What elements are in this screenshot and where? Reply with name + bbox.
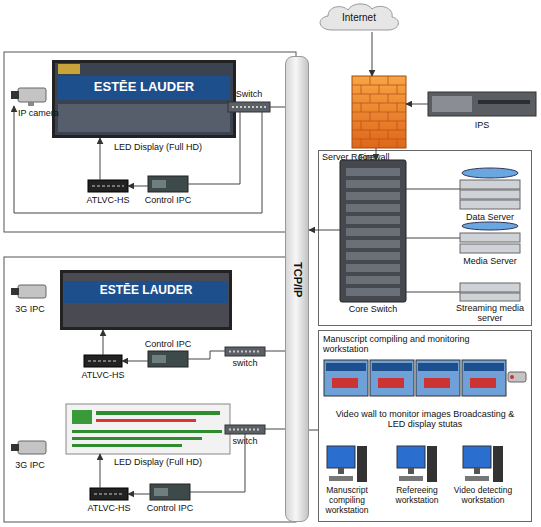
connector-line: [188, 351, 225, 359]
media-server: Media Server: [460, 222, 520, 254]
node-label: IPS: [428, 120, 536, 130]
streaming-server: Streaming media server: [460, 283, 520, 301]
node-label: Data Server: [450, 212, 530, 222]
ip-camera: 3G IPC: [10, 284, 48, 302]
network-switch: switch: [225, 347, 265, 356]
node-label: Refereeing workstation: [385, 486, 449, 506]
node-label: ESTĒE LAUDER: [64, 284, 228, 298]
connector-line: [265, 351, 285, 352]
ipc-icon: [148, 351, 190, 500]
workstation: Refereeing workstation: [397, 444, 437, 484]
connector-line: [128, 186, 148, 187]
connector-line: [309, 230, 340, 231]
node-label: Switch: [224, 89, 274, 99]
connector-line: [265, 429, 285, 430]
connector-line: [270, 107, 285, 108]
control-ipc: Control IPC: [148, 351, 188, 367]
ip-camera: IP camera: [10, 86, 48, 106]
connector-line: [309, 430, 318, 431]
cloud-node: Internet: [318, 2, 400, 32]
connector-line: [122, 361, 148, 362]
node-label: switch: [225, 436, 265, 446]
node-label: Server Room: [322, 152, 442, 162]
node-label: ATLVC-HS: [79, 503, 139, 513]
atlvc-encoder: ATLVC-HS: [88, 180, 128, 192]
ipc-icon: [148, 176, 188, 192]
control-ipc: Control IPC: [148, 176, 188, 192]
node-label: Control IPC: [140, 503, 200, 513]
workstation-panel: Manuscript compiling and monitoring work…: [318, 330, 532, 522]
connector-line: [103, 330, 104, 355]
node-label: switch: [225, 358, 265, 368]
connector-line: [406, 189, 460, 190]
node-label: Media Server: [450, 256, 530, 266]
control-ipc: Control IPC: [150, 484, 190, 500]
node-label: Control IPC: [138, 195, 198, 205]
core-switch-icon: [340, 160, 406, 302]
site-panel: [4, 52, 296, 232]
connector-line: [128, 494, 150, 495]
node-label: Manuscript compiling and monitoring work…: [323, 334, 493, 355]
firewall-node: Firewall: [352, 76, 406, 148]
node-label: ATLVC-HS: [78, 195, 138, 205]
workstation: Manuscript compiling workstation: [327, 444, 367, 484]
atlvc-encoder: ATLVC-HS: [90, 488, 128, 500]
node-label: 3G IPC: [10, 460, 50, 470]
network-switch: Switch: [228, 102, 270, 112]
video-wall: Video wall to monitor images Broadcastin…: [322, 356, 528, 406]
connector-line: [14, 106, 262, 213]
led-display-image: [52, 60, 236, 138]
connector-line: [190, 434, 245, 492]
data-server: Data Server: [460, 168, 520, 210]
server-room-panel: Server RoomCore SwitchData ServerMedia S…: [318, 150, 532, 326]
switch-icon: [225, 347, 265, 434]
site-panel: [4, 257, 296, 522]
connector-line: [100, 138, 101, 180]
encoder-icon: [88, 180, 128, 192]
firewall-icon: [352, 76, 406, 148]
ip-camera: 3G IPC: [10, 440, 48, 458]
node-label: Core Switch: [330, 304, 416, 314]
network-switch: switch: [225, 425, 265, 434]
node-label: Internet: [318, 12, 400, 24]
led-display-image: [60, 270, 232, 454]
node-label: ATLVC-HS: [73, 370, 133, 380]
connector-line: [406, 292, 460, 293]
connector-line: [376, 148, 377, 160]
ips-node: IPS: [428, 92, 536, 116]
led-display: LED Display (Full HD): [66, 404, 230, 454]
network-bus: TCP/IP: [285, 56, 309, 522]
node-label: ESTĒE LAUDER: [58, 80, 230, 95]
node-label: LED Display (Full HD): [114, 457, 230, 467]
ips-appliance: [428, 92, 536, 116]
atlvc-encoder: ATLVC-HS: [84, 355, 122, 367]
node-label: Video wall to monitor images Broadcastin…: [332, 409, 518, 430]
led-display: ESTĒE LAUDERLED Display (Full HD): [52, 60, 236, 138]
connector-line: [100, 454, 101, 488]
connector-line: [372, 32, 373, 76]
node-label: Control IPC: [138, 339, 198, 349]
node-label: Manuscript compiling workstation: [315, 486, 379, 515]
node-label: LED Display (Full HD): [114, 142, 234, 152]
node-label: 3G IPC: [10, 304, 50, 314]
node-label: Streaming media server: [455, 303, 525, 324]
connector-line: [406, 104, 428, 105]
core-switch: Core Switch: [340, 160, 406, 302]
led-display: ESTĒE LAUDER: [60, 270, 232, 330]
connector-line: [406, 238, 460, 239]
workstation: Video detecting workstation: [463, 444, 503, 484]
camera-icon: [11, 88, 46, 106]
switch-icon: [228, 102, 270, 112]
bus-label: TCP/IP: [291, 262, 304, 297]
video-wall-image: [324, 360, 526, 396]
workstation-icon: [327, 446, 503, 482]
node-label: Video detecting workstation: [451, 486, 515, 506]
connector-line: [188, 112, 240, 184]
server-icon: [460, 168, 520, 301]
node-label: IP camera: [18, 108, 68, 118]
